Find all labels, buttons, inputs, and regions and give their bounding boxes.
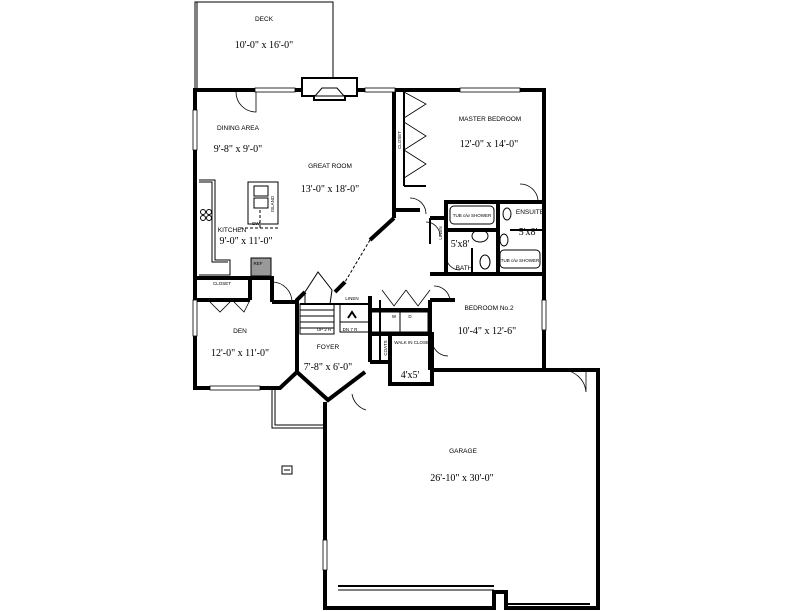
ensuite-name: ENSUITE [516,209,545,216]
foyer-dim: 7'-8" x 6'-0" [304,362,352,373]
deck [194,1,334,90]
washer-label: W [392,314,397,319]
bedroom2-name: BEDROOM No.2 [464,305,514,312]
bedroom2-dim: 10'-4" x 12'-6" [458,326,516,337]
windows [192,87,547,391]
linen-hall-label: LINEN [345,296,358,301]
garage-name: GARAGE [449,448,477,455]
garage [322,368,600,610]
ref-label: REF [254,261,263,266]
kitchen-dim: 9'-0" x 11'-0" [219,236,272,247]
walk-in-closet-dim: 4'x5' [401,370,420,381]
great-room-name: GREAT ROOM [308,163,352,170]
great-room-dim: 13'-0" x 18'-0" [301,184,359,195]
entry-walk [271,388,325,475]
dryer-label: D [408,314,412,319]
closet-den-label: CLOSET [213,281,231,286]
dw-label: DW [252,221,260,226]
doors [207,91,587,411]
bath-fixtures [369,205,541,333]
tub-master-label: TUB c/w SHOWER [453,213,492,218]
foyer-name: FOYER [317,344,340,351]
garage-dim: 26'-10" x 30'-0" [430,473,493,484]
ensuite-dim: 5'x8' [519,227,538,238]
coats-label: COATS [383,340,388,355]
master-bedroom-name: MASTER BEDROOM [459,116,521,123]
dining-dim: 9'-8" x 9'-0" [214,144,262,155]
kitchen-name: KITCHEN [218,227,247,234]
stairs-up-label: UP 2 R [317,327,332,332]
deck-name: DECK [255,16,274,23]
stairs [299,271,371,335]
island-label: ISLAND [270,195,275,212]
stairs-down-label: DN 7 R [343,327,359,332]
bath-dim: 5'x8' [451,239,470,250]
dining-name: DINING AREA [217,125,260,132]
walk-in-closet-name: WALK IN CLOSET [394,340,432,345]
master-bedroom-dim: 12'-0" x 14'-0" [460,139,518,150]
den-dim: 12'-0" x 11'-0" [211,348,269,359]
deck-dim: 10'-0" x 16'-0" [235,40,293,51]
linen-bath-label: LINEN [438,226,443,239]
bath-name: BATH [456,265,473,272]
kitchen-counters [199,179,279,277]
den-name: DEN [233,328,247,335]
closet-master-label: CLOSET [397,131,402,149]
fireplace [301,77,358,101]
tub-ensuite-label: TUB c/w SHOWER [501,258,540,263]
